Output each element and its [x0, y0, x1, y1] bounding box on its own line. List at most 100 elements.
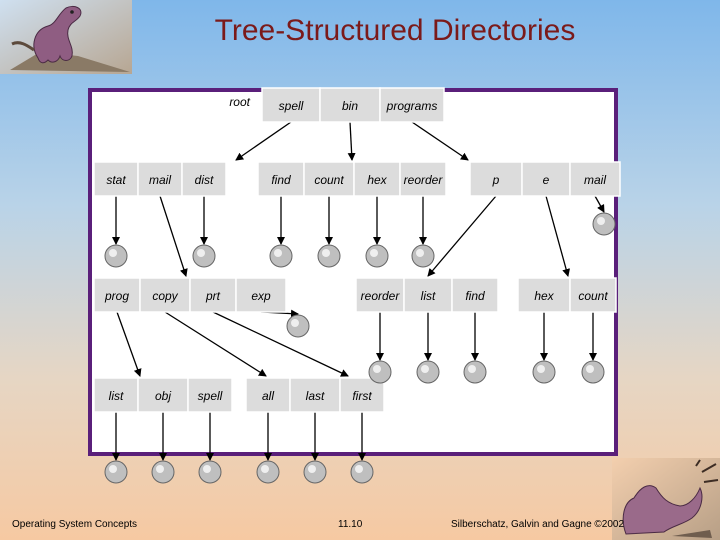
dir-cell-label: first	[352, 389, 372, 403]
dir-cell-g2c-0	[469, 161, 523, 197]
file-nodes	[104, 212, 616, 484]
dir-cell-g4a-2	[187, 377, 233, 413]
dir-cell-label: hex	[534, 289, 554, 303]
dir-cell-g2a-1	[137, 161, 183, 197]
file-node-highlight	[322, 249, 330, 257]
file-node-icon	[104, 460, 128, 484]
dir-cell-label: reorder	[404, 173, 444, 187]
tree-edge	[159, 195, 188, 277]
dir-cell-g3b-2	[451, 277, 499, 313]
dir-cell-g4b-1	[289, 377, 341, 413]
tree-edge	[411, 121, 469, 161]
file-node-icon	[198, 460, 222, 484]
dir-cell-label: copy	[152, 289, 178, 303]
file-node-highlight	[537, 365, 545, 373]
file-node-icon	[365, 244, 389, 268]
dir-cell-g3a-3	[235, 277, 287, 313]
dir-cell-label: prog	[104, 289, 129, 303]
file-node-highlight	[586, 365, 594, 373]
file-node-icon	[104, 244, 128, 268]
dir-cell-label: list	[421, 289, 436, 303]
file-node-icon	[411, 244, 435, 268]
dir-cell-label: stat	[106, 173, 126, 187]
tree-edge	[116, 311, 142, 377]
dir-cell-label: find	[465, 289, 485, 303]
file-node-highlight	[373, 365, 381, 373]
footer-copyright: Silberschatz, Galvin and Gagne ©2002	[451, 519, 625, 530]
file-node-icon	[256, 460, 280, 484]
file-node-icon	[350, 460, 374, 484]
file-node-highlight	[109, 249, 117, 257]
file-node-highlight	[416, 249, 424, 257]
file-node-highlight	[421, 365, 429, 373]
dir-cell-g4b-2	[339, 377, 385, 413]
dir-cell-g3a-2	[189, 277, 237, 313]
tree-edge	[427, 195, 497, 277]
file-node-icon	[368, 360, 392, 384]
file-node-icon	[416, 360, 440, 384]
file-node-highlight	[203, 465, 211, 473]
dir-cell-label: count	[578, 289, 608, 303]
dir-cell-g2a-0	[93, 161, 139, 197]
dir-cell-g3b-1	[403, 277, 453, 313]
directory-cells: spell bin programs stat mail dist find count hex…	[93, 87, 621, 413]
file-node-highlight	[261, 465, 269, 473]
file-node-icon	[317, 244, 341, 268]
dir-cell-g3b-0	[355, 277, 405, 313]
dir-cell-label: count	[314, 173, 344, 187]
file-node-highlight	[355, 465, 363, 473]
dir-cell-label: dist	[195, 173, 214, 187]
tree-edge	[594, 195, 605, 213]
dir-cell-g2a-2	[181, 161, 227, 197]
file-node-icon	[592, 212, 616, 236]
footer-book-title: Operating System Concepts	[12, 519, 138, 530]
dir-cell-label: find	[271, 173, 291, 187]
file-node-icon	[269, 244, 293, 268]
tree-edge	[235, 121, 292, 161]
dir-cell-g_root-2	[379, 87, 445, 123]
dir-cell-label: prt	[205, 289, 221, 303]
file-node-icon	[463, 360, 487, 384]
dir-cell-g4a-1	[137, 377, 189, 413]
tree-edge	[347, 121, 356, 161]
dinosaur-logo-icon	[0, 0, 132, 74]
file-node-highlight	[468, 365, 476, 373]
dir-cell-g_root-1	[319, 87, 381, 123]
file-node-icon	[286, 314, 310, 338]
dir-cell-label: bin	[342, 99, 358, 113]
dir-cell-label: mail	[149, 173, 171, 187]
dir-cell-label: mail	[584, 173, 606, 187]
dir-cell-label: p	[492, 173, 500, 187]
file-node-icon	[532, 360, 556, 384]
tree-edge	[212, 311, 349, 377]
file-node-highlight	[109, 465, 117, 473]
dinosaur-corner-icon	[612, 458, 720, 540]
file-node-highlight	[370, 249, 378, 257]
dir-cell-g_root-0	[261, 87, 321, 123]
dir-cell-label: list	[109, 389, 124, 403]
dir-cell-g3c-1	[569, 277, 617, 313]
slide-title: Tree-Structured Directories	[214, 14, 576, 47]
file-node-icon	[303, 460, 327, 484]
file-node-highlight	[291, 319, 299, 327]
file-node-highlight	[274, 249, 282, 257]
file-node-icon	[151, 460, 175, 484]
dir-cell-label: programs	[386, 99, 438, 113]
dir-cell-label: obj	[155, 389, 171, 403]
file-node-highlight	[597, 217, 605, 225]
dir-cell-g2b-1	[303, 161, 355, 197]
dir-cell-label: all	[262, 389, 274, 403]
footer-page-number: 11.10	[338, 519, 363, 530]
file-node-highlight	[308, 465, 316, 473]
dir-cell-label: exp	[251, 289, 271, 303]
directory-edges	[112, 121, 605, 461]
dir-cell-label: last	[306, 389, 325, 403]
dir-cell-label: spell	[279, 99, 304, 113]
tree-edge	[164, 311, 267, 377]
dir-cell-g2c-2	[569, 161, 621, 197]
dir-cell-label: hex	[367, 173, 387, 187]
file-node-icon	[581, 360, 605, 384]
root-label: root	[229, 95, 250, 109]
dir-cell-label: reorder	[361, 289, 401, 303]
